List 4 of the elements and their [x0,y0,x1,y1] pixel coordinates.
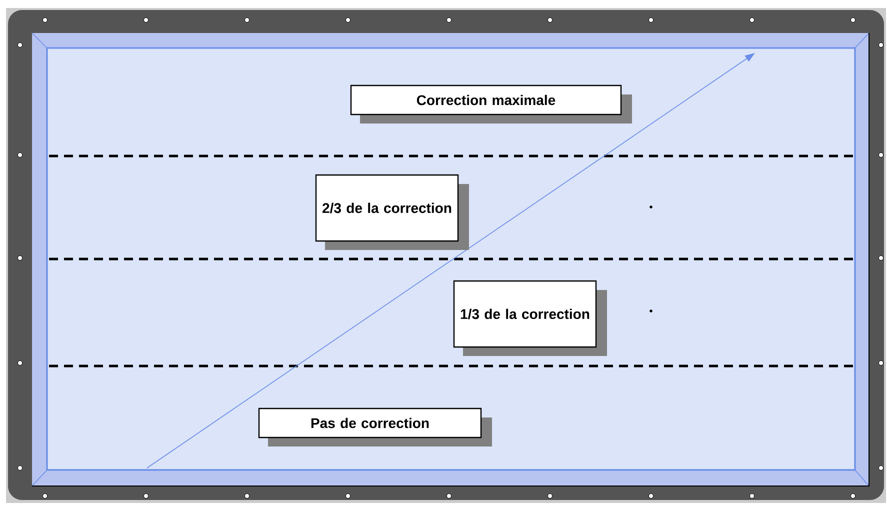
label-box: 1/3 de la correction [453,280,597,348]
label-box: 2/3 de la correction [315,174,459,242]
label-box: Pas de correction [258,408,482,438]
label-box: Correction maximale [350,84,622,116]
